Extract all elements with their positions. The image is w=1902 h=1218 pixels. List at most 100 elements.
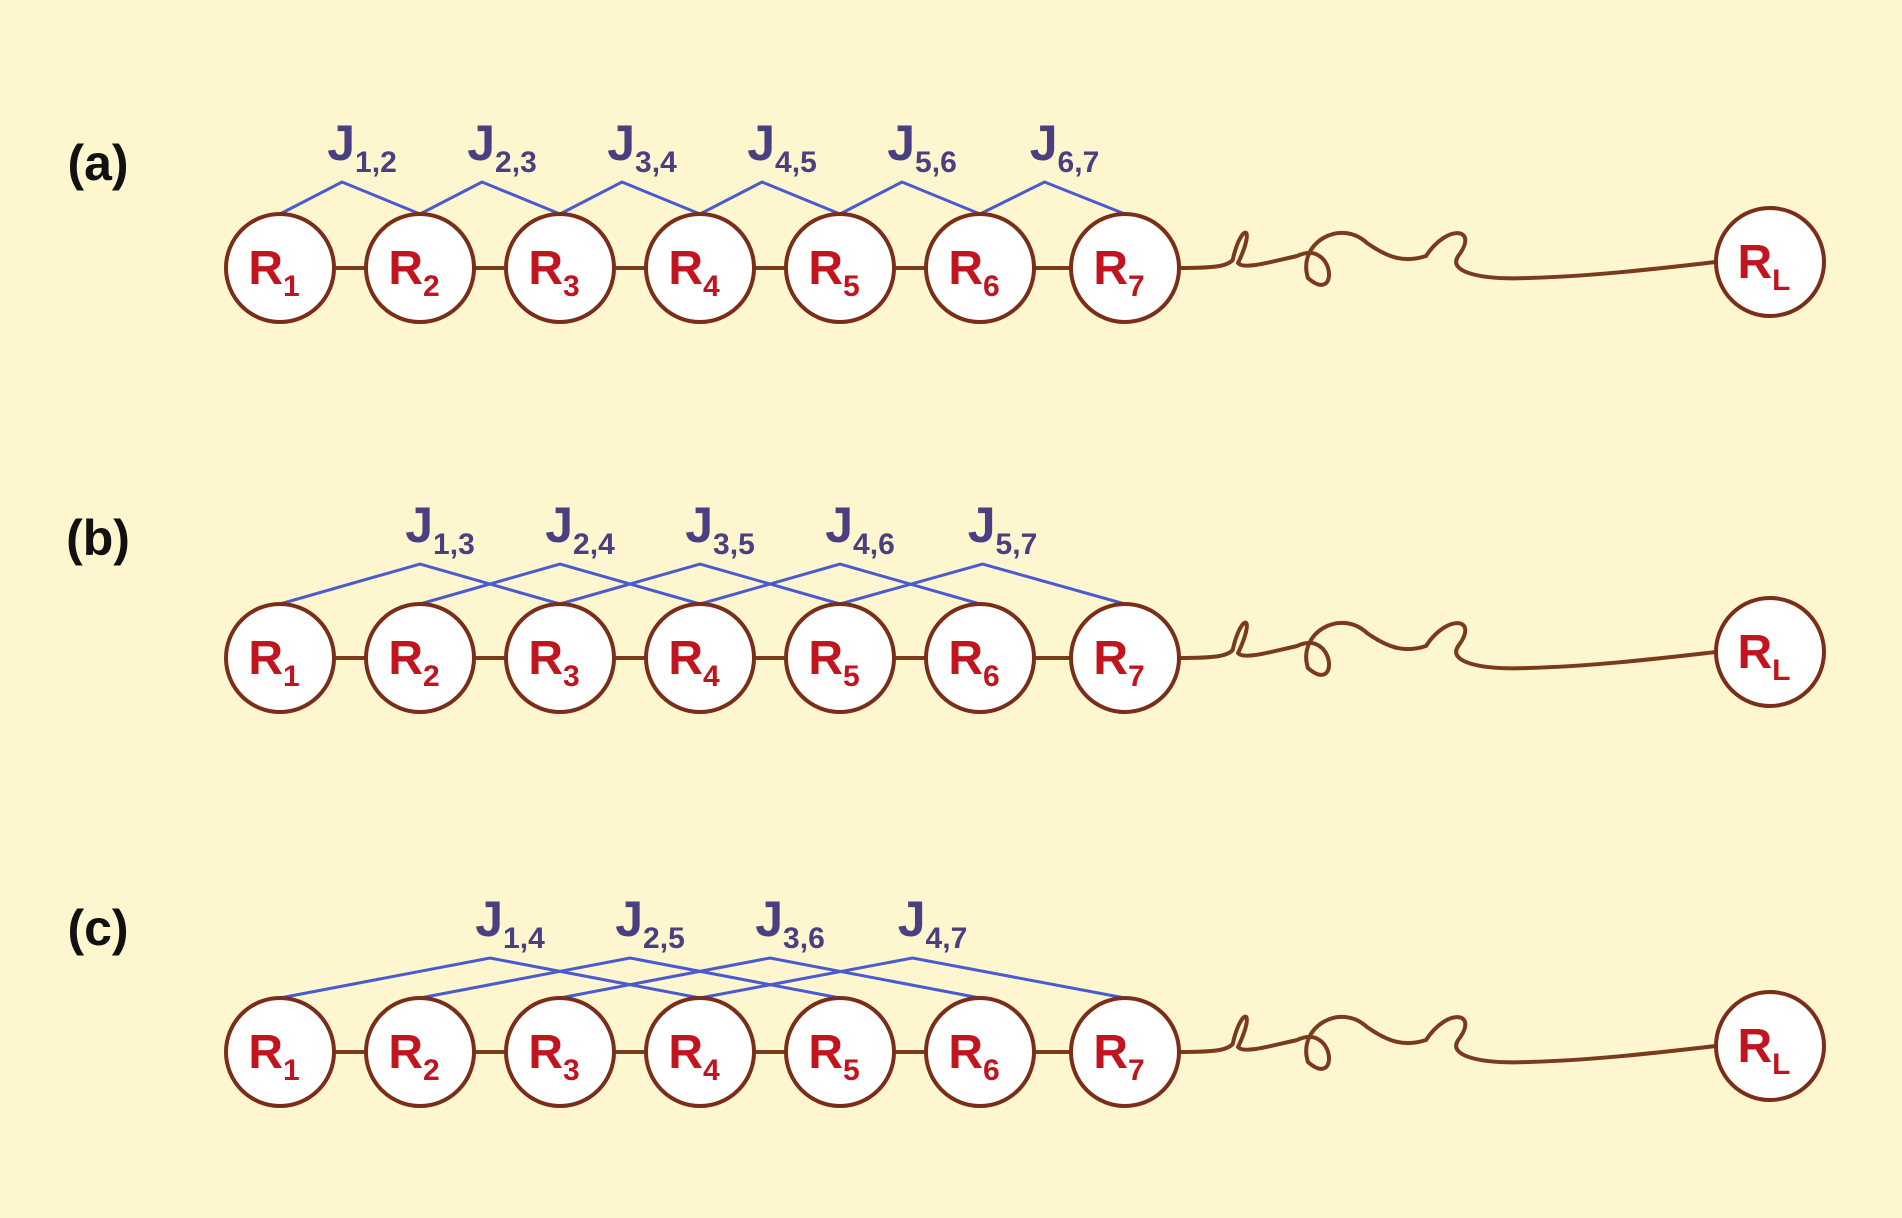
node-r3: R3 [504,602,616,714]
coupling-label: J4,6 [825,497,895,561]
node-label-symbol: R [668,1026,703,1079]
node-circle [784,212,896,324]
coupling-label-subscript: 4,7 [926,922,968,955]
coupling-line [419,562,701,606]
node-r6: R6 [924,996,1036,1108]
coupling-line [279,180,421,216]
coupling-label-subscript: 2,3 [495,146,537,179]
node-circle [224,212,336,324]
node-r4: R4 [644,212,756,324]
node-label-subscript: 3 [563,270,580,303]
node-label-subscript: 4 [703,270,720,303]
node-label-symbol: R [528,632,563,685]
node-circle [644,996,756,1108]
node-label: R6 [948,632,999,693]
node-label-subscript: 6 [983,270,1000,303]
node-r7: R7 [1069,996,1181,1108]
node-label-symbol: R [248,242,283,295]
node-label: R6 [948,1026,999,1087]
node-label-symbol: R [668,632,703,685]
coupling-label-symbol: J [755,891,783,947]
node-label: R2 [388,242,439,303]
node-label-subscript: 2 [423,270,440,303]
node-label: R5 [808,632,859,693]
node-circle [364,602,476,714]
node-circle [644,602,756,714]
node-lead: RL [1714,990,1826,1102]
node-label-symbol: R [1738,626,1773,679]
coupling-line [279,562,561,606]
coupling-label-symbol: J [747,115,775,171]
node-r7: R7 [1069,212,1181,324]
coupling-label-subscript: 5,7 [996,528,1038,561]
coupling-label: J4,5 [747,115,817,179]
node-r2: R2 [364,212,476,324]
node-circle [224,996,336,1108]
coupling-label-symbol: J [405,497,433,553]
coupling-label: J6,7 [1030,115,1100,179]
node-label-subscript: 3 [563,1054,580,1087]
node-label-symbol: R [1093,242,1128,295]
node-circle [364,212,476,324]
coupling-line [559,180,701,216]
node-r1: R1 [224,212,336,324]
node-label-subscript: 6 [983,660,1000,693]
node-label-subscript: 1 [283,270,300,303]
node-label: R3 [528,1026,579,1087]
node-label-symbol: R [388,242,423,295]
coupling-label-subscript: 6,7 [1058,146,1100,179]
coupling-line [979,180,1126,216]
coupling-label: J2,4 [545,497,615,561]
coupling-label: J1,4 [475,891,545,955]
node-label: R4 [668,632,720,693]
node-circle [644,212,756,324]
node-label-symbol: R [808,632,843,685]
coupling-label: J5,6 [887,115,957,179]
node-label: R1 [248,1026,299,1087]
node-r4: R4 [644,996,756,1108]
coupling-label-subscript: 3,6 [783,922,825,955]
node-label: RL [1738,236,1791,297]
node-label: R3 [528,242,579,303]
node-r2: R2 [364,602,476,714]
coupling-label-subscript: 3,4 [635,146,677,179]
node-r3: R3 [504,996,616,1108]
coupling-label-symbol: J [685,497,713,553]
coupling-label-subscript: 1,4 [503,922,545,955]
node-r5: R5 [784,602,896,714]
coupling-label-symbol: J [825,497,853,553]
node-label-symbol: R [248,632,283,685]
node-label-subscript: 5 [843,660,860,693]
coupling-label-subscript: 2,5 [643,922,685,955]
coupling-line [559,956,981,1000]
node-label: R5 [808,1026,859,1087]
node-circle [1714,990,1826,1102]
node-label-symbol: R [808,242,843,295]
coupling-label-symbol: J [615,891,643,947]
coupling-label-symbol: J [545,497,573,553]
panel-label: (a) [67,135,128,191]
node-label-subscript: 1 [283,660,300,693]
node-label: R5 [808,242,859,303]
coupling-label-symbol: J [475,891,503,947]
node-label-symbol: R [388,632,423,685]
coupling-label: J1,2 [327,115,397,179]
coupling-label-subscript: 1,2 [355,146,397,179]
node-label: R1 [248,242,299,303]
node-label-symbol: R [248,1026,283,1079]
coupling-label-symbol: J [467,115,495,171]
panel-label: (c) [67,900,128,956]
node-label-symbol: R [528,1026,563,1079]
lead-wire [1177,1014,1718,1071]
node-circle [364,996,476,1108]
node-circle [1069,602,1181,714]
node-circle [1069,212,1181,324]
coupling-label: J3,6 [755,891,825,955]
node-lead: RL [1714,206,1826,318]
node-label: R6 [948,242,999,303]
node-r6: R6 [924,602,1036,714]
panel-label: (b) [66,510,130,566]
coupling-label-subscript: 3,5 [713,528,755,561]
coupling-label-subscript: 4,6 [853,528,895,561]
